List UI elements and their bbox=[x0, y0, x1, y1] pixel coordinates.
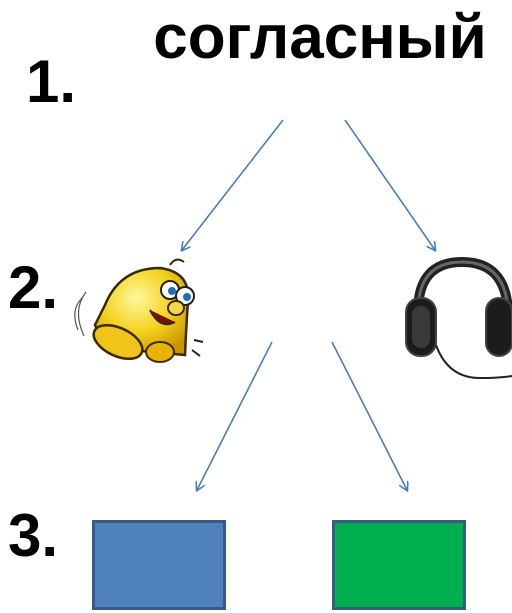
green-box bbox=[332, 520, 466, 610]
blue-box bbox=[92, 520, 226, 610]
title-word: согласный bbox=[153, 3, 487, 72]
step-2-number: 2. bbox=[8, 254, 59, 321]
bell-icon bbox=[74, 258, 204, 363]
arrow-to-green-box bbox=[331, 341, 407, 490]
arrow-to-bell bbox=[182, 119, 284, 250]
step-3-number: 3. bbox=[8, 502, 59, 569]
step-1-number: 1. bbox=[26, 48, 77, 115]
arrow-to-headphones bbox=[344, 119, 435, 250]
headphones-icon bbox=[405, 256, 512, 380]
arrow-to-blue-box bbox=[197, 341, 273, 490]
